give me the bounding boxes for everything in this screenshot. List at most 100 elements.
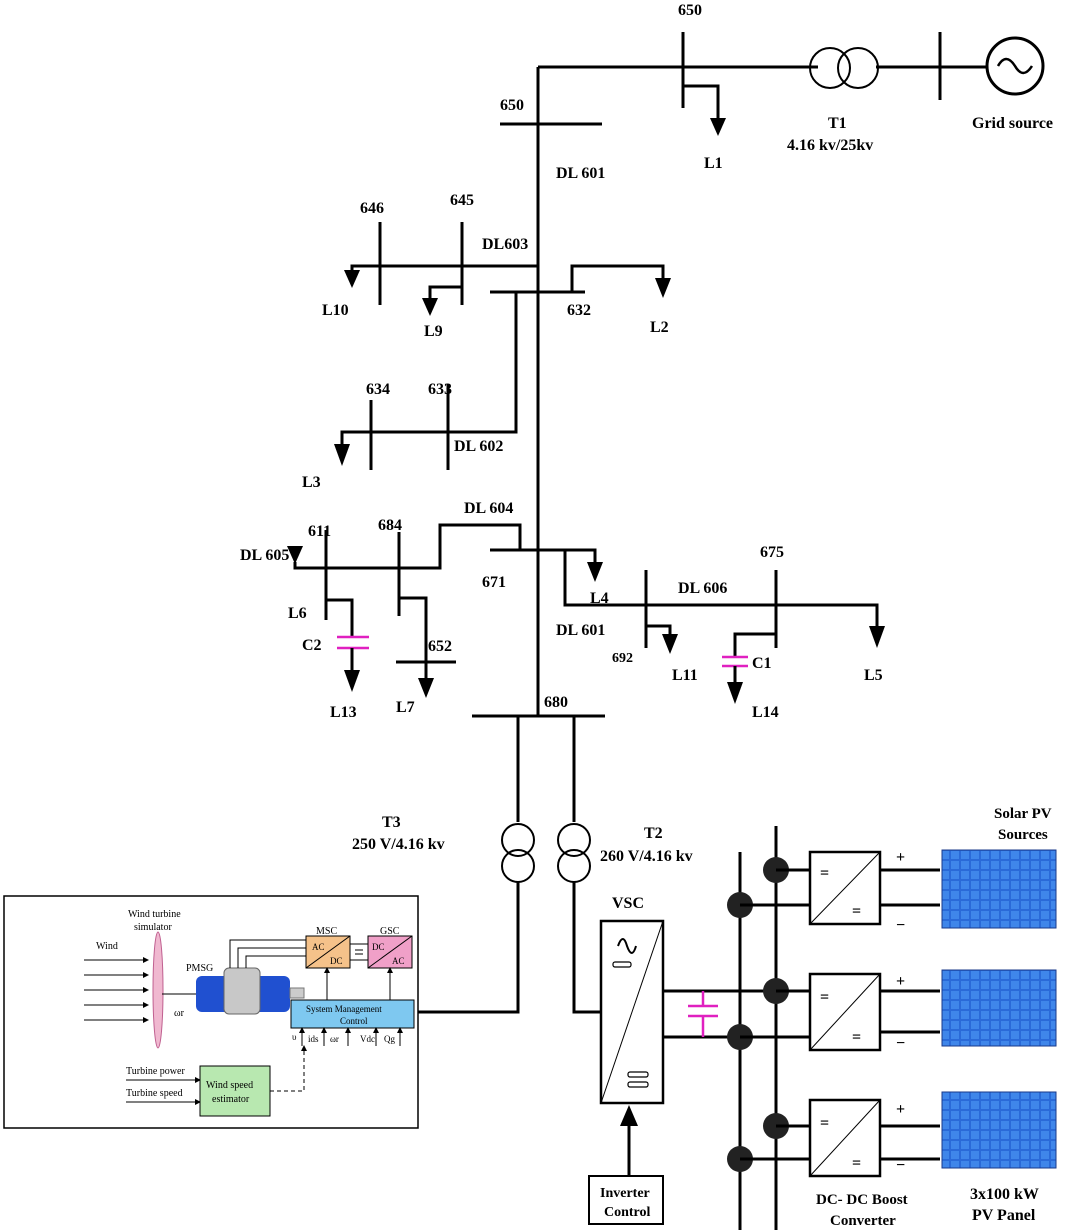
inverter-control-block [588, 1175, 664, 1225]
turbine-speed-label: Turbine speed [126, 1088, 183, 1099]
vsc-subsystem: VSC Inverter Control [588, 895, 810, 1225]
load-l1-label: L1 [704, 155, 723, 172]
bus-652-label: 652 [428, 638, 452, 655]
t2-name: T2 [644, 825, 663, 842]
load-l2-label: L2 [650, 319, 669, 336]
bus-671-area: 671 DL 604 DL 605 L6 611 C2 L13 684 652 … [240, 500, 885, 721]
panel-line1: 3x100 kW [970, 1186, 1039, 1203]
conv2-eq-bot: = [852, 1029, 861, 1046]
gsc-dc: DC [372, 942, 385, 952]
load-l9-label: L9 [424, 323, 443, 340]
wind-turbine-subsystem: Wind turbine simulator Wind PMSG ωr MSC … [3, 895, 419, 1129]
t2-rating: 260 V/4.16 kv [600, 848, 693, 865]
load-l5-label: L5 [864, 667, 883, 684]
transformer-t3-icon [501, 823, 535, 857]
bus-633-label: 633 [428, 381, 452, 398]
conv1-eq-bot: = [852, 903, 861, 920]
line-dl605-label: DL 605 [240, 547, 289, 564]
wind-simulator-line2: simulator [134, 922, 172, 933]
bus-634-label: 634 [366, 381, 390, 398]
conv3-eq-bot: = [852, 1155, 861, 1172]
load-l3-arrow [334, 444, 350, 466]
conv3-plus: + [896, 1101, 905, 1118]
t1-rating: 4.16 kv/25kv [787, 137, 873, 154]
load-l10-arrow [344, 270, 360, 288]
signal-qg: Qg [384, 1034, 395, 1044]
bus-632-area: 632 L2 646 645 DL603 L10 L9 634 633 DL 6… [302, 192, 671, 491]
bus-671-label: 671 [482, 574, 506, 591]
solar-line1: Solar PV [994, 806, 1052, 822]
pv-panel-1 [941, 849, 1057, 929]
capacitor-c2-label: C2 [302, 637, 322, 654]
conv2-eq-top: = [820, 989, 829, 1006]
t3-rating: 250 V/4.16 kv [352, 836, 445, 853]
bus-680-area: 680 T3 250 V/4.16 kv T2 260 V/4.16 kv [352, 694, 693, 1014]
msc-label: MSC [316, 926, 337, 937]
line-dl601b-label: DL 601 [556, 622, 605, 639]
load-l14-arrow [727, 682, 743, 704]
line-dl606-label: DL 606 [678, 580, 727, 597]
pv-subsystem: = = + − = = + − = = + − Solar PV Sources… [727, 806, 1057, 1230]
estimator-line1: Wind speed [206, 1080, 253, 1091]
bus-680-label: 680 [544, 694, 568, 711]
bus-645-label: 645 [450, 192, 474, 209]
system-management-control [290, 999, 415, 1029]
inverter-line1: Inverter [600, 1186, 650, 1201]
load-l11-arrow [662, 634, 678, 654]
load-l4-arrow [587, 562, 603, 582]
load-l14-label: L14 [752, 704, 779, 721]
bus-692-label: 692 [612, 651, 633, 666]
load-l10-label: L10 [322, 302, 349, 319]
load-l7-label: L7 [396, 699, 415, 716]
msc-ac: AC [312, 942, 325, 952]
gsc-ac: AC [392, 956, 405, 966]
wind-simulator-line1: Wind turbine [128, 909, 181, 920]
smc-line2: Control [340, 1016, 368, 1026]
bus-611-label: 611 [308, 523, 331, 540]
transformer-t1-icon [809, 47, 851, 89]
smc-line1: System Management [306, 1004, 382, 1014]
load-l13-arrow [344, 670, 360, 692]
turbine-blade-icon [152, 931, 164, 1049]
line-dl602-label: DL 602 [454, 438, 503, 455]
load-l6-arrow [287, 546, 303, 564]
turbine-power-label: Turbine power [126, 1066, 185, 1077]
signal-v: υ [292, 1032, 297, 1042]
msc-dc: DC [330, 956, 343, 966]
load-l7-arrow [418, 678, 434, 698]
estimator-line2: estimator [212, 1094, 250, 1105]
conv3-minus: − [896, 1157, 905, 1174]
inverter-line2: Control [604, 1205, 651, 1220]
load-l11-label: L11 [672, 667, 698, 684]
transformer-t2-icon [557, 823, 591, 857]
pv-panel-2 [941, 969, 1057, 1047]
bus-632-label: 632 [567, 302, 591, 319]
conv1-eq-top: = [820, 865, 829, 882]
omega-label: ωr [174, 1008, 185, 1019]
wind-label: Wind [96, 941, 118, 952]
pv-panel-3 [941, 1091, 1057, 1169]
conv2-plus: + [896, 973, 905, 990]
signal-wr: ωr [330, 1034, 339, 1044]
solar-line2: Sources [998, 827, 1048, 843]
load-l1-arrow [710, 118, 726, 136]
line-dl601-label: DL 601 [556, 165, 605, 182]
grid-source-icon [985, 36, 1045, 96]
load-l2-arrow [655, 278, 671, 298]
bus-650-top-label: 650 [678, 2, 702, 19]
dcdc-line1: DC- DC Boost [816, 1192, 908, 1208]
control-arrow [620, 1105, 638, 1126]
bus-646-label: 646 [360, 200, 384, 217]
load-l3-label: L3 [302, 474, 321, 491]
line-dl603-label: DL603 [482, 236, 528, 253]
panel-line2: PV Panel [972, 1207, 1036, 1224]
load-l4-label: L4 [590, 590, 609, 607]
t3-name: T3 [382, 814, 401, 831]
main-feeder: 650 DL 601 [500, 67, 605, 716]
grid-connection: 650 T1 4.16 kv/25kv Grid source L1 [538, 2, 1053, 172]
conv2-minus: − [896, 1035, 905, 1052]
dcdc-line2: Converter [830, 1213, 896, 1229]
load-l9-arrow [422, 298, 438, 316]
